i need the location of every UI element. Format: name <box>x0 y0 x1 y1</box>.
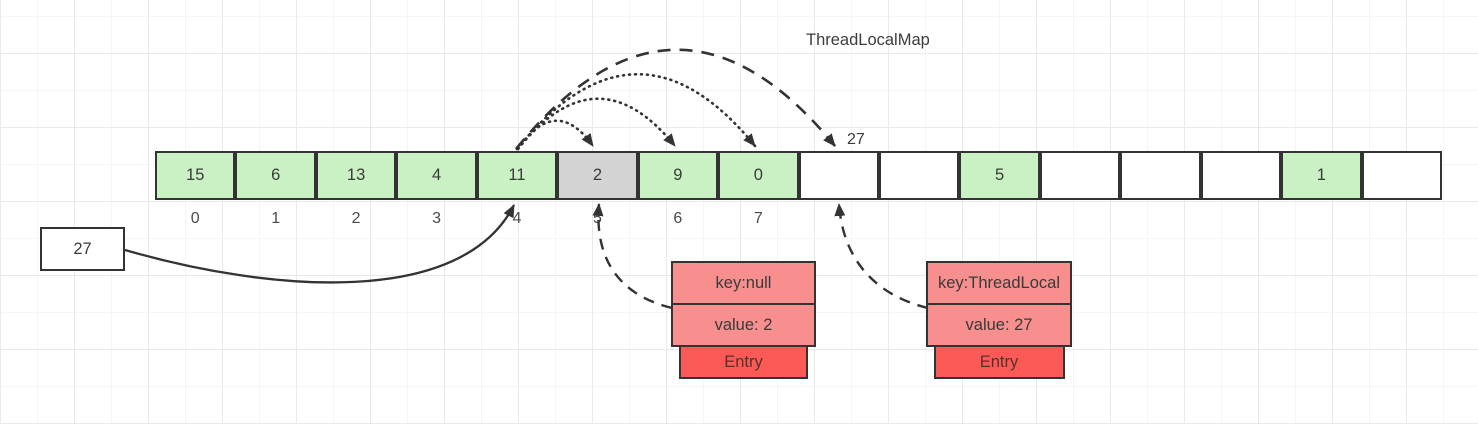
entry-null-main: key:null value: 2 <box>671 261 816 347</box>
array-cell-1: 6 <box>235 151 316 200</box>
array-cell-12 <box>1120 151 1201 200</box>
array-cell-0: 15 <box>155 151 236 200</box>
entry-threadlocal-value: value: 27 <box>965 315 1033 334</box>
index-label-2: 2 <box>351 210 361 227</box>
array-cell-11 <box>1039 151 1121 200</box>
array-cell-6: 9 <box>637 151 719 200</box>
entry-null-key: key:null <box>673 263 814 305</box>
array-cell-2: 13 <box>315 151 397 200</box>
array-cell-7: 0 <box>718 151 799 200</box>
probe-arc-to-6 <box>516 97 677 151</box>
array-cell-5: 2 <box>557 151 638 200</box>
entry-threadlocal-key: key:ThreadLocal <box>928 263 1070 305</box>
incoming-value: 27 <box>73 239 92 258</box>
index-label-1: 1 <box>271 210 281 227</box>
entry-box-threadlocal: key:ThreadLocal value: 27 Entry <box>926 261 1072 379</box>
index-label-5: 5 <box>592 210 602 227</box>
incoming-value-box: 27 <box>40 227 125 271</box>
entry-box-null: key:null value: 2 Entry <box>671 261 816 379</box>
array-cell-10: 5 <box>959 151 1040 200</box>
entry-null-footer: Entry <box>679 345 808 379</box>
probe-arc-to-7 <box>515 73 757 151</box>
probe-arc-to-8 <box>514 48 837 150</box>
array-cell-13 <box>1200 151 1282 200</box>
probe-arc-to-5 <box>516 119 595 151</box>
index-label-3: 3 <box>432 210 441 227</box>
array-cell-4: 11 <box>476 151 558 200</box>
array-cell-8 <box>798 151 879 200</box>
probe-target-label: 27 <box>847 131 865 148</box>
array-cell-15 <box>1361 151 1442 200</box>
index-labels: 0 1 2 3 4 5 6 7 <box>155 210 799 228</box>
array-cell-14: 1 <box>1281 151 1362 200</box>
index-label-4: 4 <box>512 210 522 227</box>
entry-threadlocal-pointer-to-8 <box>834 203 929 310</box>
entry-threadlocal-main: key:ThreadLocal value: 27 <box>926 261 1072 347</box>
entry-threadlocal-footer: Entry <box>933 345 1065 379</box>
diagram-title: ThreadLocalMap <box>806 31 930 49</box>
index-label-7: 7 <box>753 210 763 227</box>
array-cell-9 <box>878 151 960 200</box>
index-label-0: 0 <box>190 210 200 227</box>
index-label-6: 6 <box>673 210 683 227</box>
array-cell-3: 4 <box>396 151 477 200</box>
entry-null-value: value: 2 <box>714 315 773 334</box>
